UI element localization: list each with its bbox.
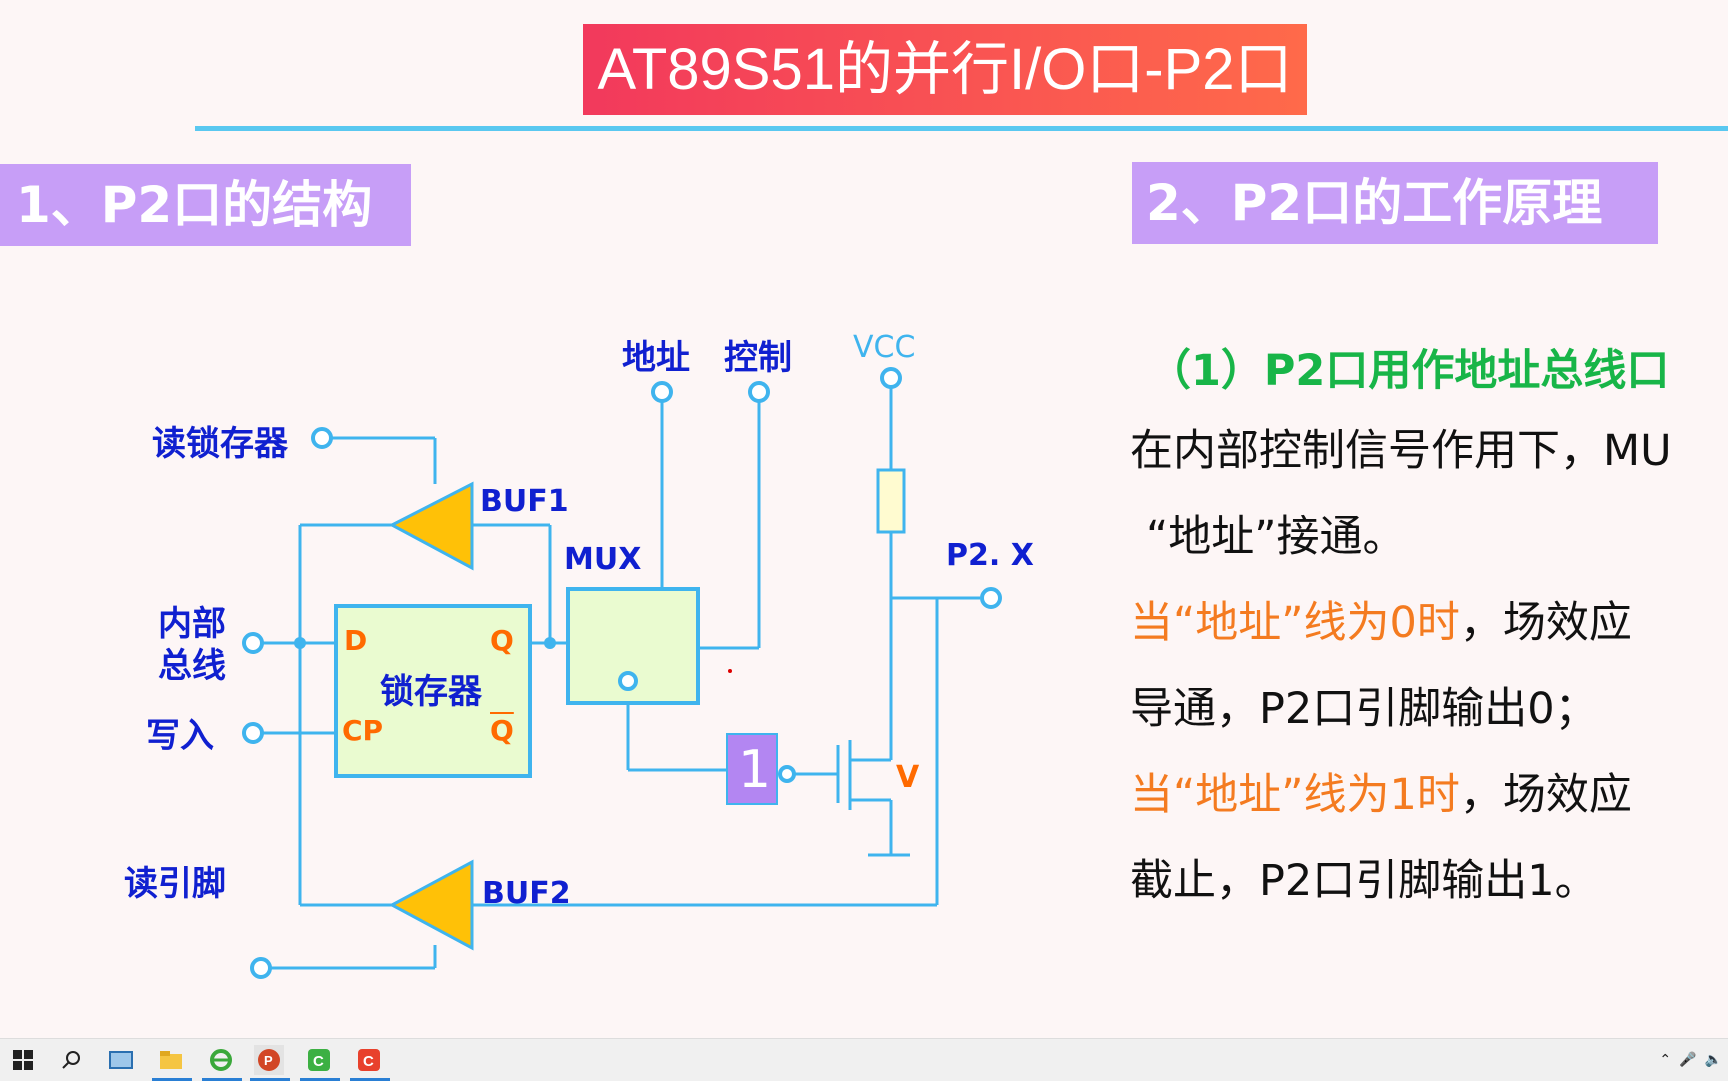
file-explorer-icon[interactable] xyxy=(156,1045,186,1075)
svg-text:P: P xyxy=(264,1053,273,1068)
windows-start-icon[interactable] xyxy=(8,1045,38,1075)
slide-title: AT89S51的并行I/O口-P2口 xyxy=(583,24,1307,115)
write-label: 写入 xyxy=(146,716,214,756)
address-zero-result: 导通，P2口引脚输出0； xyxy=(1130,684,1598,734)
address-label: 地址 xyxy=(622,338,690,378)
ie-browser-icon[interactable] xyxy=(206,1045,236,1075)
microphone-icon[interactable]: 🎤 xyxy=(1679,1052,1697,1068)
camtasia-green-icon[interactable]: C xyxy=(304,1045,334,1075)
address-one-rest: ，场效应 xyxy=(1459,770,1632,820)
address-zero-highlight: 当“地址”线为0时 xyxy=(1130,598,1460,648)
d-pin-label: D xyxy=(344,624,368,657)
p2-circuit-diagram: 地址 控制 VCC 读锁存器 BUF1 MUX P2. X 内部 总线 D Q … xyxy=(0,300,1060,1000)
p2x-label: P2. X xyxy=(946,538,1034,573)
address-zero-rest: ，场效应 xyxy=(1459,598,1632,648)
internal-label: 内部 xyxy=(158,604,226,644)
mux-label: MUX xyxy=(564,542,642,577)
control-label: 控制 xyxy=(724,338,792,378)
address-zero-line: 当“地址”线为0时，场效应 xyxy=(1130,588,1632,650)
qbar-pin-label: Q xyxy=(490,714,514,747)
task-view-icon[interactable] xyxy=(106,1045,136,1075)
chevron-up-icon[interactable]: ⌃ xyxy=(1659,1052,1672,1068)
principle-text: （1）P2口用作地址总线口 在内部控制信号作用下，MU “地址”接通。 当“地址… xyxy=(1130,320,1728,920)
system-tray: ⌃ 🎤 🔈 xyxy=(1659,1039,1728,1081)
principle-paragraph-line2: “地址”接通。 xyxy=(1146,512,1406,562)
svg-text:C: C xyxy=(313,1053,324,1070)
buf2-label: BUF2 xyxy=(482,876,571,911)
inverter-label: 1 xyxy=(738,740,772,800)
principle-paragraph-line1: 在内部控制信号作用下，MU xyxy=(1130,426,1672,476)
q-pin-label: Q xyxy=(490,624,514,657)
volume-icon[interactable]: 🔈 xyxy=(1704,1052,1722,1068)
vcc-label: VCC xyxy=(853,330,916,365)
svg-text:C: C xyxy=(363,1053,374,1070)
section-heading-structure: 1、P2口的结构 xyxy=(0,164,411,246)
address-one-line: 当“地址”线为1时，场效应 xyxy=(1130,760,1632,822)
latch-label: 锁存器 xyxy=(380,672,482,712)
address-one-result: 截止，P2口引脚输出1。 xyxy=(1130,856,1598,906)
read-pin-label: 读引脚 xyxy=(124,864,226,904)
section-heading-principle: 2、P2口的工作原理 xyxy=(1132,162,1658,244)
read-latch-label: 读锁存器 xyxy=(152,424,288,464)
search-icon[interactable] xyxy=(56,1045,86,1075)
address-one-highlight: 当“地址”线为1时 xyxy=(1130,770,1460,820)
title-divider xyxy=(195,126,1728,131)
cp-pin-label: CP xyxy=(342,714,384,747)
bus-label: 总线 xyxy=(158,646,226,686)
buf1-label: BUF1 xyxy=(480,484,569,519)
camtasia-red-icon[interactable]: C xyxy=(354,1045,384,1075)
powerpoint-icon[interactable]: P xyxy=(254,1045,284,1075)
transistor-v-label: V xyxy=(896,760,920,795)
slide: AT89S51的并行I/O口-P2口 1、P2口的结构 2、P2口的工作原理 xyxy=(0,24,1728,1000)
windows-taskbar: P C C ⌃ 🎤 🔈 xyxy=(0,1038,1728,1081)
address-bus-heading: （1）P2口用作地址总线口 xyxy=(1148,346,1670,396)
circuit-wires xyxy=(242,367,1002,979)
